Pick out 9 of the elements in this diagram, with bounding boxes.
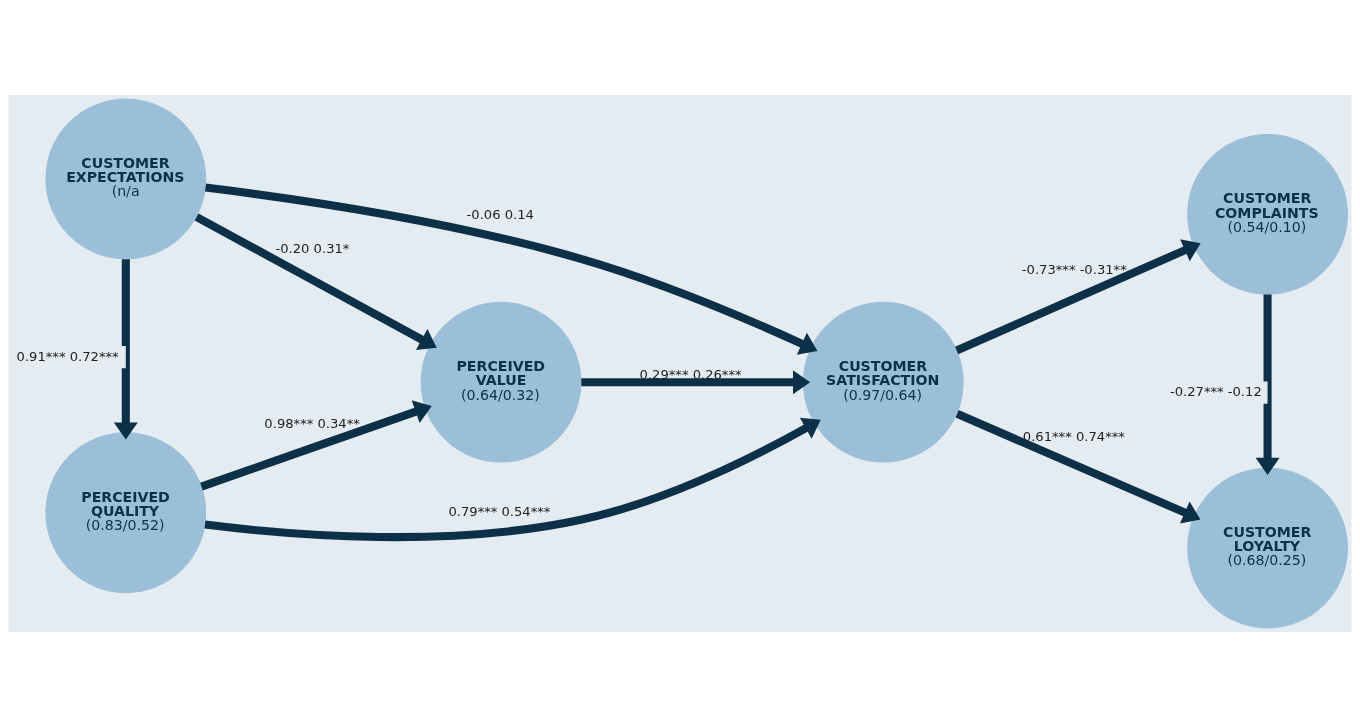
edge-label: -0.06 0.14 (466, 206, 534, 222)
edge-label: 0.29*** 0.26*** (639, 366, 742, 382)
edge-label: 0.61*** 0.74*** (1022, 429, 1125, 445)
edge-label: 0.98*** 0.34** (264, 416, 360, 432)
edge-label: 0.91*** 0.72*** (16, 348, 119, 364)
edge-label: 0.79*** 0.54*** (448, 504, 551, 520)
edge-label: -0.27*** -0.12 (1169, 384, 1262, 399)
edge-label: -0.20 0.31* (275, 241, 350, 257)
edge-label: -0.73*** -0.31** (1021, 262, 1127, 278)
